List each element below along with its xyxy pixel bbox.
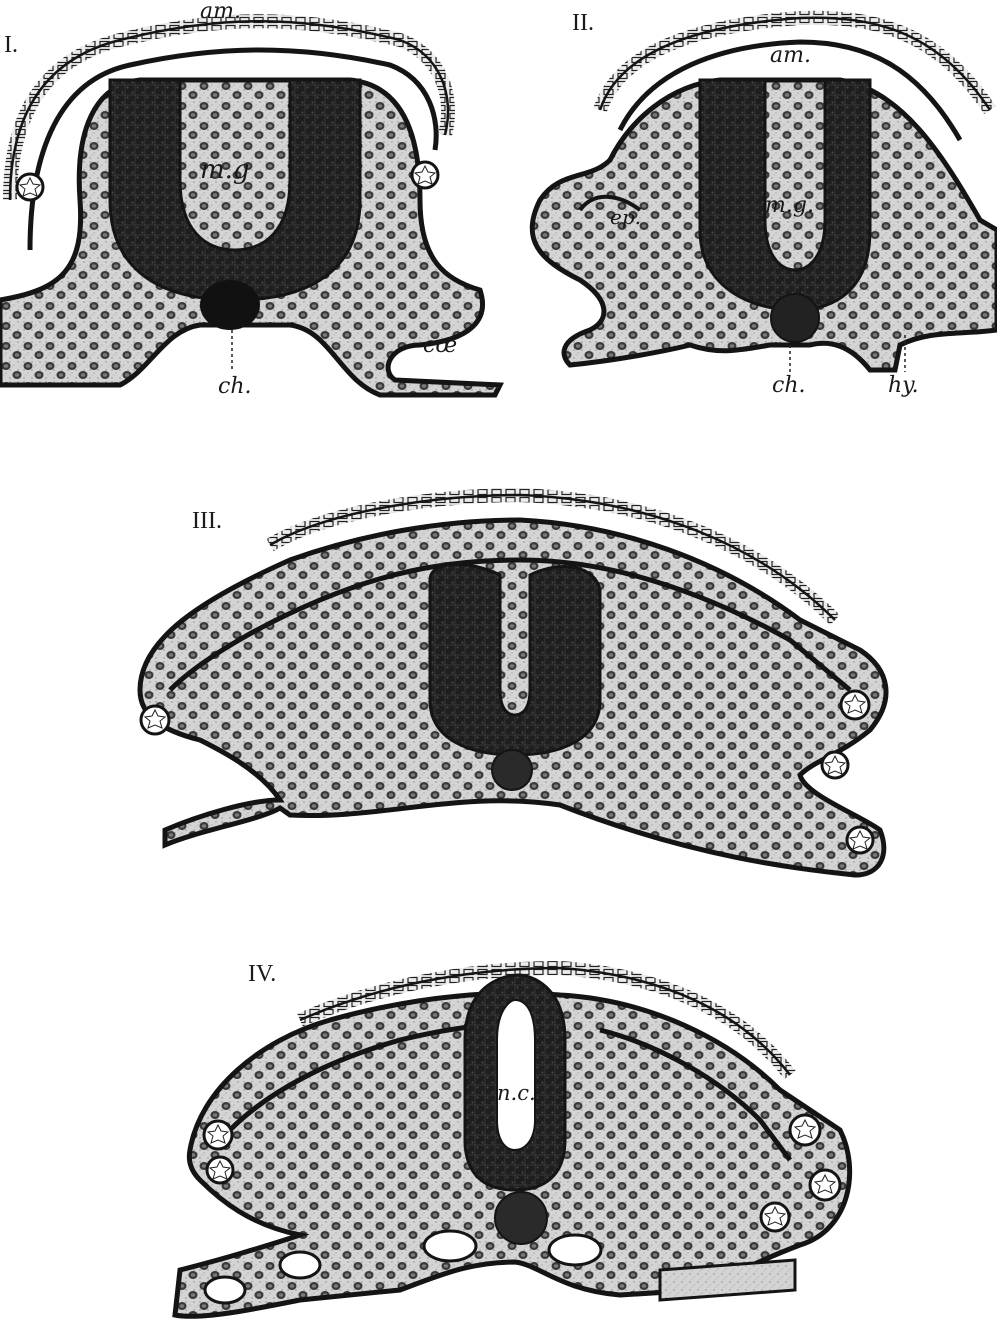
figure-2: II. am. ep. m.g. ch. hy. — [532, 10, 997, 398]
figure-4-vessel — [761, 1203, 789, 1231]
figure-3-vessel — [141, 706, 169, 734]
figure-2-label-chorda: ch. — [772, 373, 805, 398]
figure-4-vessel — [205, 1277, 245, 1303]
figure-4-label-neural-canal: n.c. — [497, 1081, 536, 1105]
figure-1-label-chorda: ch. — [218, 374, 251, 399]
figure-3: III. — [140, 495, 886, 875]
figure-1-numeral: I. — [4, 32, 18, 58]
figure-2-numeral: II. — [572, 10, 594, 36]
figure-4-vessel — [280, 1252, 320, 1278]
figure-1-label-amnion: am. — [200, 0, 241, 24]
figure-4-notochord — [495, 1192, 547, 1244]
figure-4-vessel — [810, 1170, 840, 1200]
figure-3-notochord — [492, 750, 532, 790]
figure-4-numeral: IV. — [248, 961, 276, 987]
figure-1-vessel — [412, 162, 438, 188]
figure-3-numeral: III. — [192, 508, 222, 534]
figure-2-notochord — [771, 294, 819, 342]
figure-1-vessel — [17, 174, 43, 200]
figure-4: IV. n.c. — [175, 961, 850, 1316]
figure-4-vessel — [790, 1115, 820, 1145]
figure-4-vessel — [424, 1231, 476, 1261]
figure-1-notochord — [200, 280, 260, 330]
figure-1: I. am. m.g ch. cœ — [0, 0, 500, 399]
figure-3-vessel — [841, 691, 869, 719]
figure-3-vessel — [847, 827, 873, 853]
figure-3-vessel — [822, 752, 848, 778]
figure-4-vessel — [204, 1121, 232, 1149]
figure-2-label-medullary-groove: m.g. — [765, 193, 814, 218]
figure-2-label-hypoblast: hy. — [888, 373, 919, 398]
figure-1-label-coelom: cœ — [423, 333, 457, 358]
figure-1-label-medullary-groove: m.g — [200, 155, 250, 185]
figure-2-label-epiblast: ep. — [610, 205, 641, 229]
figure-2-label-amnion: am. — [770, 43, 811, 68]
figure-4-vessel — [207, 1157, 233, 1183]
figure-4-neural-canal — [497, 1000, 535, 1150]
figure-4-vessel — [549, 1235, 601, 1265]
